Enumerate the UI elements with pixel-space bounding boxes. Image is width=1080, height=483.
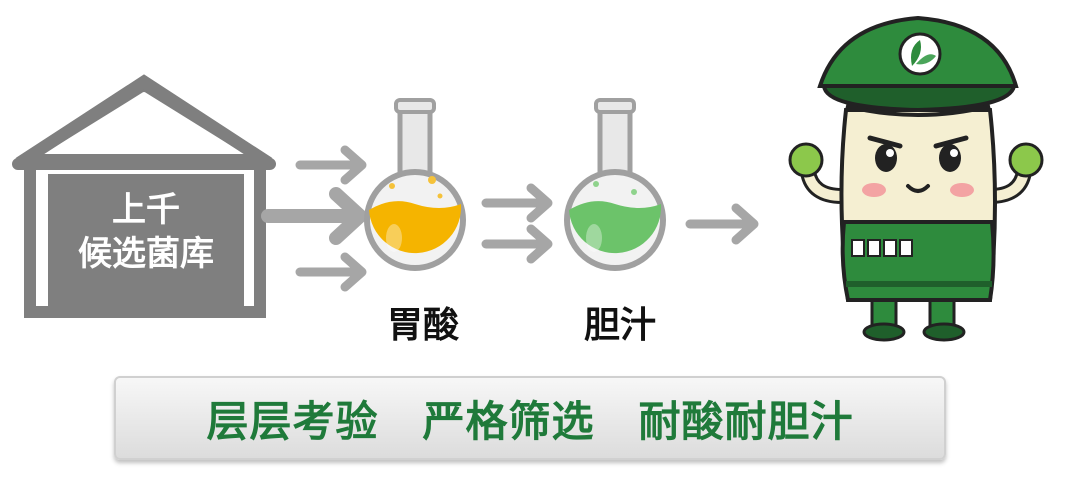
flask-label-bile: 胆汁 (583, 305, 656, 346)
slogan-banner: 层层考验 严格筛选 耐酸耐胆汁 (114, 376, 946, 460)
arrow-icon (295, 145, 367, 185)
arrow-icon (481, 224, 553, 264)
flask-label-acid: 胃酸 (386, 305, 459, 346)
arrow-icon (295, 252, 367, 292)
house-label: 上千 候选菌库 (48, 188, 244, 276)
leaf-badge-icon (898, 32, 942, 76)
arrow-icon (261, 187, 367, 245)
arrow-icon (481, 183, 553, 223)
slogan-part-3: 耐酸耐胆汁 (638, 396, 854, 446)
flask-icon (564, 98, 666, 271)
house-label-line2: 候选菌库 (78, 234, 214, 274)
house-label-line1: 上千 (112, 190, 180, 230)
flask-icon (364, 98, 466, 271)
mascot-icon (788, 15, 1044, 342)
house-icon (10, 70, 278, 318)
slogan-part-1: 层层考验 (206, 396, 379, 446)
arrow-icon (685, 203, 759, 245)
slogan-part-2: 严格筛选 (422, 396, 595, 446)
